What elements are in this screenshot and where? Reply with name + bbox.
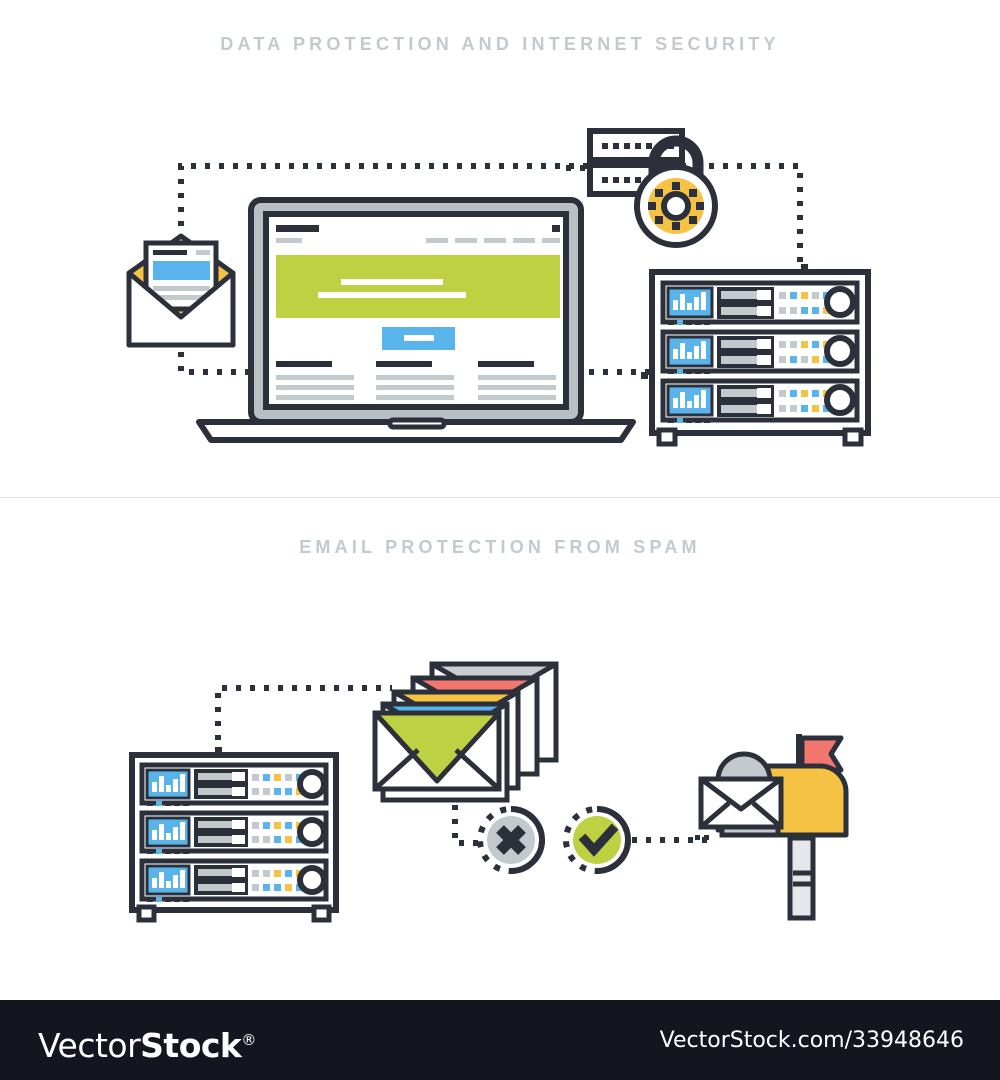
registered-mark-icon: ® <box>241 1031 256 1049</box>
logo-text-bold: Stock <box>140 1026 242 1065</box>
section-title-data-protection: DATA PROTECTION AND INTERNET SECURITY <box>220 34 780 54</box>
mailbox-icon <box>695 734 849 921</box>
combination-padlock-icon <box>634 135 718 248</box>
section-title-email-protection: EMAIL PROTECTION FROM SPAM <box>299 537 701 557</box>
envelope-stack-icon <box>372 661 559 803</box>
server-rack-icon <box>129 747 339 923</box>
section-data-protection: DATA PROTECTION AND INTERNET SECURITY <box>0 0 1000 498</box>
logo-text-light: Vector <box>38 1026 141 1065</box>
server-dial-icon <box>824 384 856 416</box>
server-dial-icon <box>297 865 327 895</box>
server-unit <box>139 810 329 854</box>
check-icon <box>578 823 619 857</box>
section-email-protection: EMAIL PROTECTION FROM SPAM <box>0 498 1000 1000</box>
data-protection-illustration <box>126 128 871 447</box>
open-envelope-icon <box>126 233 236 348</box>
server-unit <box>139 762 329 806</box>
email-protection-illustration <box>129 661 849 923</box>
reject-cross-badge-icon <box>477 806 545 874</box>
server-dial-icon <box>824 286 856 318</box>
watermark-footer: VectorStock® VectorStock.com/33948646 <box>0 1000 1000 1080</box>
server-dial-icon <box>297 769 327 799</box>
x-icon <box>496 825 526 855</box>
laptop-screen-content <box>276 225 560 400</box>
server-unit <box>139 858 329 902</box>
section-divider <box>0 497 1000 498</box>
approve-check-badge-icon <box>563 806 631 874</box>
watermark-url: VectorStock.com/33948646 <box>659 1028 964 1053</box>
server-rack-icon <box>641 264 871 447</box>
envelope-green <box>372 710 502 792</box>
server-dial-icon <box>824 335 856 367</box>
server-unit <box>660 378 860 423</box>
vectorstock-logo: VectorStock® <box>38 1020 256 1066</box>
laptop-icon <box>196 197 636 443</box>
server-dial-icon <box>297 817 327 847</box>
